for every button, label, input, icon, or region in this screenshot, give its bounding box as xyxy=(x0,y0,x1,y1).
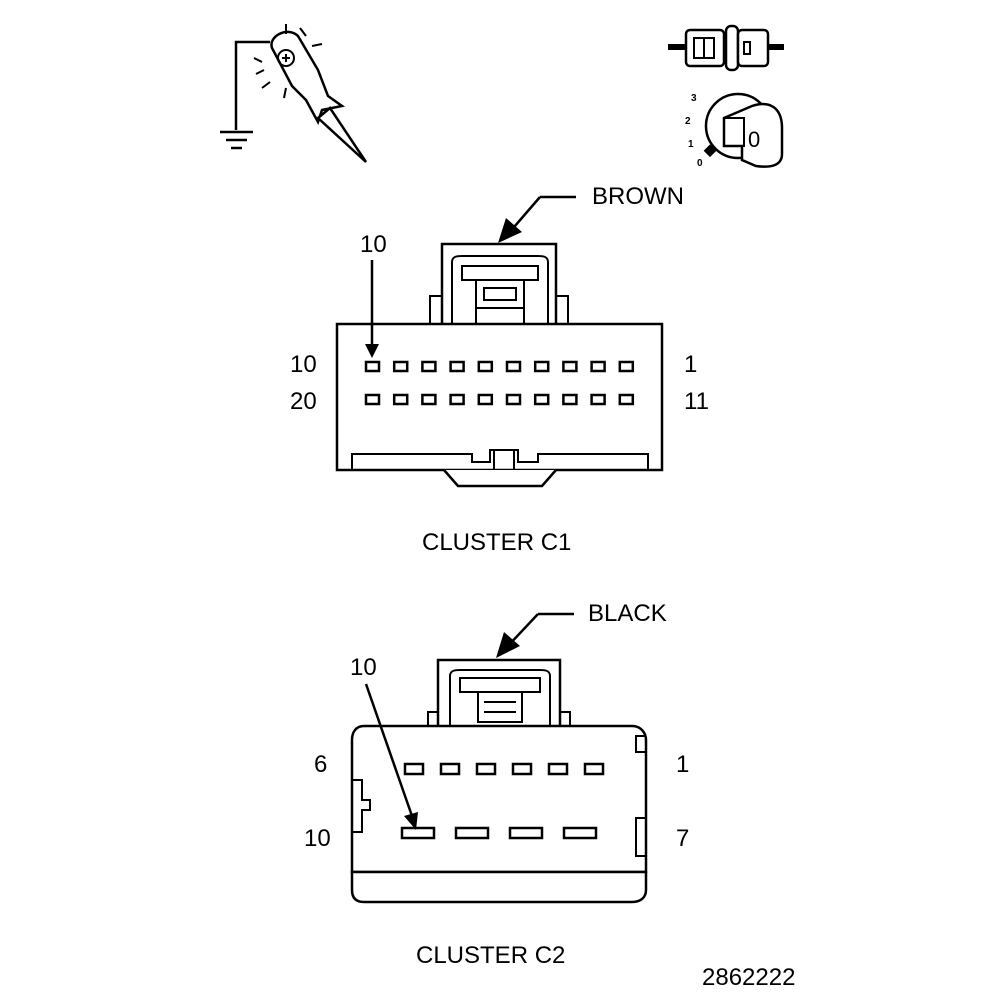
c2-pin-cavity xyxy=(583,762,605,776)
c2-pin-cavity xyxy=(547,762,569,776)
connector-c1: BROWN 10 10 1 20 11 xyxy=(290,183,709,488)
test-light-icon xyxy=(220,24,368,163)
c1-color-label: BROWN xyxy=(592,183,684,210)
ignition-position-2: 2 xyxy=(685,116,691,127)
c1-pin-cavity xyxy=(392,393,409,406)
c2-pin-cavity xyxy=(562,826,598,840)
c1-pin-cavity xyxy=(590,393,606,406)
connector-disconnect-icon xyxy=(668,24,784,72)
c1-pin-cavity xyxy=(421,360,437,373)
c1-pin-cavity xyxy=(505,393,522,406)
c1-caption: CLUSTER C1 xyxy=(422,529,571,556)
c1-pin-cavity xyxy=(392,360,409,373)
ignition-position-1: 1 xyxy=(688,139,694,150)
c1-pin-cavity xyxy=(618,393,635,406)
c1-pin-cavity xyxy=(590,360,606,373)
c1-pin-cavity xyxy=(533,360,550,373)
c1-row1-right-label: 1 xyxy=(684,351,697,378)
c2-row1-left-label: 6 xyxy=(314,751,327,778)
c1-pin-cavity xyxy=(618,360,635,373)
c1-row2-left-label: 20 xyxy=(290,388,317,415)
c1-pin-array xyxy=(364,360,635,406)
c1-pin-cavity xyxy=(364,393,381,406)
c2-pin-array xyxy=(400,762,605,840)
ignition-key-icon: 3 2 1 0 0 xyxy=(685,92,784,169)
figure-id: 2862222 xyxy=(702,964,795,991)
c1-pin-cavity xyxy=(477,393,494,406)
c1-callout-pin-label: 10 xyxy=(360,231,387,258)
ignition-position-0: 0 xyxy=(697,158,703,169)
c1-pin-cavity xyxy=(562,360,578,373)
c2-pin-cavity xyxy=(511,762,533,776)
c1-row1-left-label: 10 xyxy=(290,351,317,378)
ignition-position-3: 3 xyxy=(691,93,697,104)
c2-row1-right-label: 1 xyxy=(676,751,689,778)
c1-pin-cavity xyxy=(421,393,437,406)
connector-c2: BLACK 10 6 1 10 7 xyxy=(304,600,689,904)
c1-row2-right-label: 11 xyxy=(684,388,709,415)
c2-pin-cavity xyxy=(403,762,425,776)
c1-pin-cavity xyxy=(364,360,381,373)
c2-pin-cavity xyxy=(454,826,490,840)
c2-pin-cavity xyxy=(439,762,461,776)
c1-pin-cavity xyxy=(449,393,465,406)
key-position-label: 0 xyxy=(748,127,760,152)
c2-row2-left-label: 10 xyxy=(304,825,331,852)
c2-caption: CLUSTER C2 xyxy=(416,942,565,969)
c2-pin-cavity xyxy=(508,826,544,840)
c2-color-label: BLACK xyxy=(588,600,667,627)
c1-pin-cavity xyxy=(449,360,465,373)
c2-pin-cavity xyxy=(475,762,497,776)
c2-row2-right-label: 7 xyxy=(676,825,689,852)
c1-pin-cavity xyxy=(533,393,550,406)
c1-pin-cavity xyxy=(477,360,494,373)
c2-pin-cavity xyxy=(400,826,436,840)
c2-callout-pin-label: 10 xyxy=(350,654,377,681)
ground-icon xyxy=(220,40,270,150)
c1-pin-cavity xyxy=(562,393,578,406)
c1-pin-cavity xyxy=(505,360,522,373)
